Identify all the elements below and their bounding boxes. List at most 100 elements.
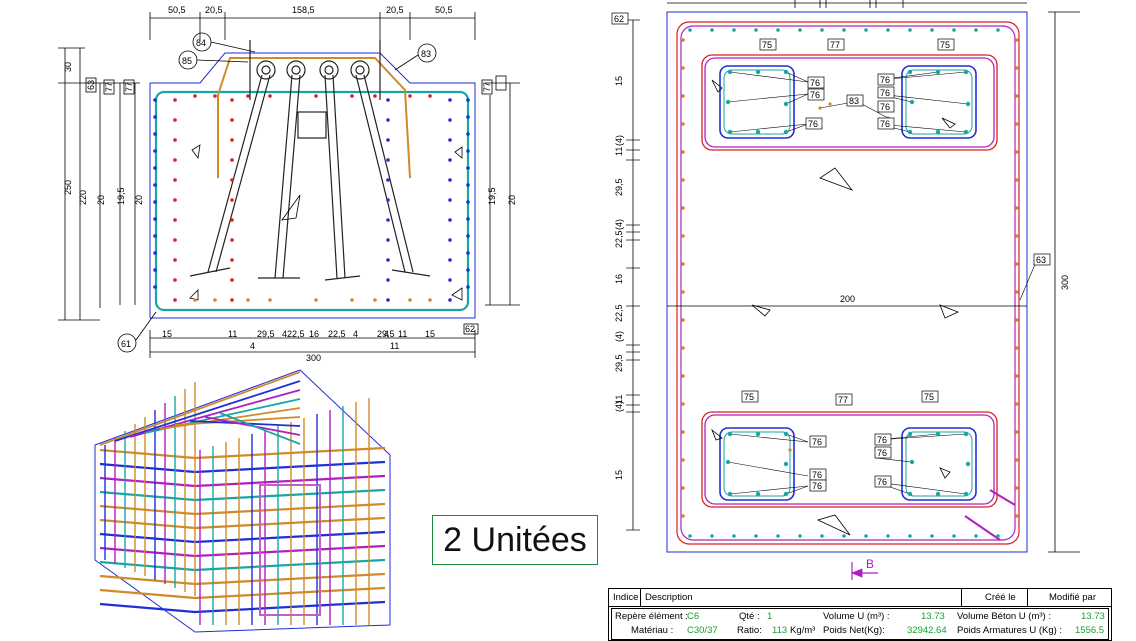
leader-line bbox=[785, 93, 809, 105]
rebar-dot bbox=[798, 534, 802, 538]
ref-77-low-box bbox=[835, 393, 853, 406]
dim-top-3: 20,5 bbox=[386, 5, 404, 15]
rebar-dot bbox=[727, 431, 733, 437]
ref-76-up-4-box bbox=[877, 86, 895, 99]
rebar-dot bbox=[681, 514, 685, 518]
rebar-dot bbox=[466, 149, 470, 153]
rebar-dot bbox=[681, 402, 685, 406]
rebar-dot bbox=[755, 129, 761, 135]
rebar-dot bbox=[230, 158, 234, 162]
plan-view-top bbox=[58, 12, 520, 358]
rebar-dot bbox=[230, 298, 234, 302]
rebar-dot bbox=[153, 132, 157, 136]
ref-77-up: 77 bbox=[830, 40, 840, 50]
rebar-dot bbox=[466, 132, 470, 136]
rebar-dot bbox=[864, 534, 868, 538]
rebar-dot bbox=[1015, 402, 1019, 406]
sec-dim-left-11: (4) bbox=[614, 401, 624, 412]
rebar-dot bbox=[448, 98, 452, 102]
rebar-dot bbox=[386, 298, 390, 302]
iso-top-bar bbox=[174, 416, 301, 426]
ref-85: 85 bbox=[182, 56, 192, 66]
rebar-dot bbox=[1015, 122, 1019, 126]
dim-bottom-1: 11 bbox=[228, 329, 237, 339]
rebar-dot bbox=[466, 217, 470, 221]
dim-bottom-6: 16 bbox=[309, 329, 319, 339]
iso-stirrup bbox=[99, 544, 386, 558]
rebar-dot bbox=[886, 28, 890, 32]
rebar-dot bbox=[193, 298, 197, 302]
rebar-dot bbox=[755, 491, 761, 497]
rebar-dot bbox=[173, 178, 177, 182]
ref-76-low-4: 76 bbox=[877, 435, 887, 445]
rebar-dot bbox=[963, 129, 969, 135]
iso-top-bar bbox=[219, 412, 301, 445]
rebar-dot bbox=[681, 486, 685, 490]
rebar-dot bbox=[466, 268, 470, 272]
rebar-dot bbox=[681, 206, 685, 210]
rebar-dot bbox=[681, 318, 685, 322]
iso-stirrup bbox=[99, 516, 386, 530]
ref-84: 84 bbox=[196, 38, 206, 48]
sec-dim-left-3: 29,5 bbox=[614, 178, 624, 196]
rebar-dot bbox=[907, 491, 913, 497]
rebar-dot bbox=[153, 200, 157, 204]
ref-76-up-5: 76 bbox=[880, 102, 890, 112]
rebar-dot bbox=[963, 431, 969, 437]
ratio-label: Ratio: bbox=[737, 625, 762, 636]
ref-77-low: 77 bbox=[838, 395, 848, 405]
volume-u-value: 13.73 bbox=[921, 611, 945, 622]
rebar-dot bbox=[681, 150, 685, 154]
rebar-dot bbox=[173, 298, 177, 302]
ref-76-low-2: 76 bbox=[812, 470, 822, 480]
title-block-header: Indice Description Créé le Modifié par bbox=[609, 589, 1111, 607]
header-created: Créé le bbox=[985, 592, 1016, 603]
ref-62-edge: 62 bbox=[614, 14, 624, 24]
rebar-dot bbox=[996, 534, 1000, 538]
rebar-dot bbox=[1015, 290, 1019, 294]
ref-76-low-6-box bbox=[874, 475, 892, 488]
rebar-dot bbox=[681, 374, 685, 378]
rebar-dot bbox=[754, 534, 758, 538]
rebar-dot bbox=[230, 138, 234, 142]
ref-77-a: 77 bbox=[104, 82, 114, 92]
rebar-dot bbox=[1015, 234, 1019, 238]
dim-top-0: 50,5 bbox=[168, 5, 186, 15]
rebar-dot bbox=[466, 200, 470, 204]
rebar-dot bbox=[1015, 374, 1019, 378]
rebar-dot bbox=[908, 534, 912, 538]
dim-left-3: 20 bbox=[96, 195, 106, 205]
rebar-dot bbox=[681, 66, 685, 70]
rebar-dot bbox=[732, 534, 736, 538]
rebar-dot bbox=[1015, 514, 1019, 518]
rebar-dot bbox=[1015, 318, 1019, 322]
rebar-dot bbox=[386, 98, 390, 102]
ref-75-low-b: 75 bbox=[924, 392, 934, 402]
ref-62-edge-box bbox=[611, 12, 629, 25]
volume-beton-label: Volume Béton U (m³) : bbox=[957, 611, 1051, 622]
rebar-dots-section bbox=[681, 28, 1019, 538]
rebar-dot bbox=[173, 198, 177, 202]
iso-stirrup bbox=[99, 446, 386, 460]
ref-75-up-b: 75 bbox=[940, 40, 950, 50]
title-row-2: Matériau : C30/37 Ratio: 113 Kg/m³ Poids… bbox=[609, 623, 1111, 639]
rebar-dot bbox=[710, 534, 714, 538]
rebar-dot bbox=[681, 458, 685, 462]
rebar-dot bbox=[246, 298, 250, 302]
rebar-dot bbox=[688, 28, 692, 32]
poids-arm-label: Poids Armatures U (Kg) : bbox=[957, 625, 1063, 636]
ref-77-up-box bbox=[827, 38, 845, 51]
ref-76-low-1-box bbox=[809, 435, 827, 448]
ref-62: 62 bbox=[465, 324, 475, 334]
sec-dim-left-4: (4) bbox=[614, 219, 624, 230]
repere-value: C6 bbox=[687, 611, 700, 622]
sec-dim-left-5: 22,5 bbox=[614, 230, 624, 248]
ref-76-up-2-box bbox=[807, 88, 825, 101]
rebar-dot bbox=[213, 298, 217, 302]
ref-76-low-5-box bbox=[874, 446, 892, 459]
rebar-dot bbox=[153, 98, 157, 102]
section-height-label: 300 bbox=[1060, 275, 1070, 290]
poids-net-label: Poids Net(Kg): bbox=[823, 625, 885, 636]
